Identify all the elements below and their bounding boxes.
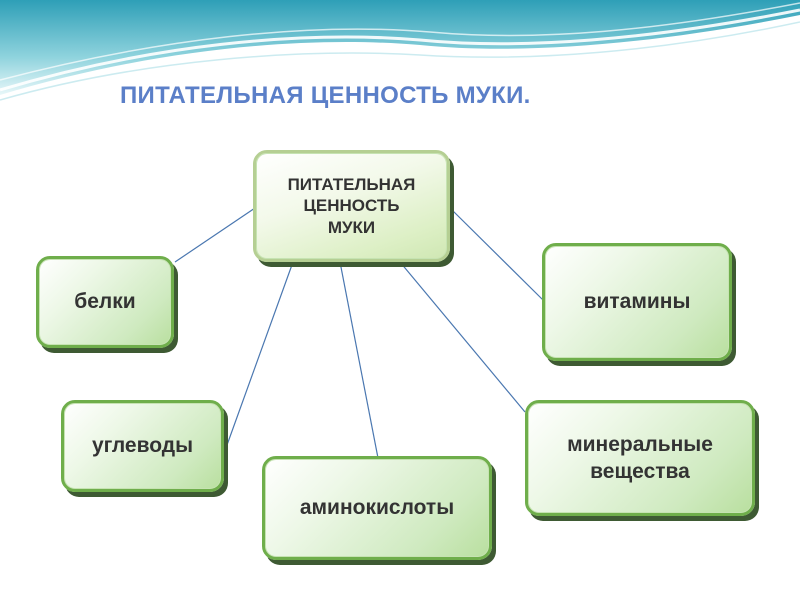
connector-belki (175, 208, 255, 262)
node-vitaminy: витамины (542, 243, 732, 361)
connector-vitaminy (450, 208, 543, 300)
node-aminokisloty-label: аминокислоты (290, 494, 464, 521)
node-uglevody-label: углеводы (82, 432, 203, 459)
node-uglevody: углеводы (61, 400, 224, 492)
connector-mineralnye (400, 262, 525, 412)
node-mineralnye-veshchestva: минеральные вещества (525, 400, 755, 516)
node-mineralnye-line-2: вещества (557, 458, 723, 485)
node-belki-label: белки (64, 288, 145, 315)
node-mineralnye-line-1: минеральные (557, 431, 723, 458)
connector-aminokisloty (340, 262, 378, 458)
node-aminokisloty: аминокислоты (262, 456, 492, 560)
center-node-line-1: ПИТАТЕЛЬНАЯ (278, 174, 426, 195)
center-node-nutritional-value: ПИТАТЕЛЬНАЯ ЦЕННОСТЬ МУКИ (253, 150, 450, 262)
center-node-line-3: МУКИ (278, 217, 426, 238)
page-title: ПИТАТЕЛЬНАЯ ЦЕННОСТЬ МУКИ. (120, 82, 531, 110)
node-vitaminy-label: витамины (574, 288, 701, 315)
center-node-line-2: ЦЕННОСТЬ (278, 195, 426, 216)
connector-uglevody (227, 262, 293, 445)
node-belki: белки (36, 256, 174, 348)
